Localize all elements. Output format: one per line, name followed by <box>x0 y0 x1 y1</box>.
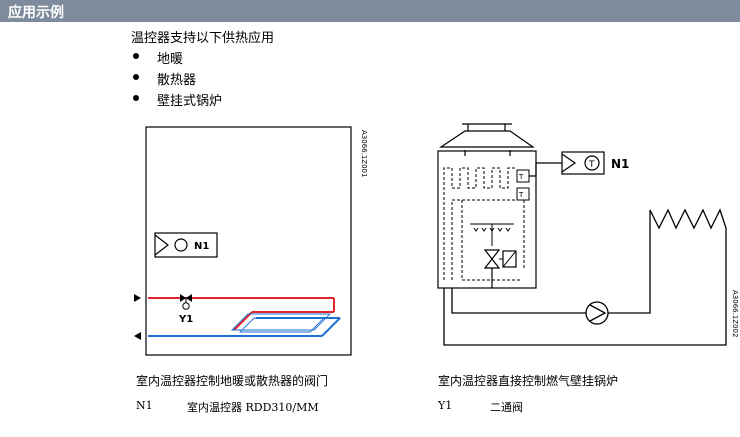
supply-arrow-icon <box>134 294 141 302</box>
list-item-label: 散热器 <box>157 73 197 88</box>
svg-text:T: T <box>518 191 524 199</box>
svg-text:T: T <box>518 173 524 181</box>
figure-code: A3066.1Z002 <box>731 290 739 337</box>
valve-icon <box>180 294 192 310</box>
chimney-hood <box>439 130 535 148</box>
application-list: 地暖 散热器 壁挂式锅炉 <box>131 48 222 111</box>
pump-icon <box>585 301 609 325</box>
bullet-icon <box>133 74 139 80</box>
floor-heating-loop <box>230 313 332 333</box>
legend-code: Y1 <box>438 399 453 412</box>
burner-icon <box>470 223 514 246</box>
figure1-caption: 室内温控器控制地暖或散热器的阀门 <box>136 374 329 388</box>
supply-pipe <box>148 297 335 331</box>
section-title: 应用示例 <box>8 5 64 21</box>
gas-valve-icon <box>483 249 517 288</box>
heating-circuit <box>443 208 727 346</box>
thermostat-icon: T <box>561 151 605 175</box>
list-item-label: 地暖 <box>157 52 184 67</box>
section-header-bar <box>0 0 740 22</box>
bullet-icon <box>133 95 139 101</box>
thermostat-icon <box>154 232 218 258</box>
list-item: 壁挂式锅炉 <box>131 90 222 111</box>
list-item-label: 壁挂式锅炉 <box>157 94 223 109</box>
legend-code: N1 <box>136 399 153 412</box>
figure-underfloor-valve: A3066.1Z001 N1 <box>134 126 368 356</box>
sensor-icon <box>516 187 530 201</box>
list-item: 散热器 <box>131 69 222 90</box>
figure-boiler: T T T N1 <box>437 123 739 346</box>
legend-text: 室内温控器 RDD310/MM <box>187 401 319 414</box>
boiler-casing <box>437 150 537 289</box>
return-arrow-icon <box>134 332 141 340</box>
thermostat-label: N1 <box>194 241 209 252</box>
legend-text: 二通阀 <box>490 401 523 414</box>
valve-label: Y1 <box>178 314 193 325</box>
room-outline <box>145 126 352 356</box>
svg-text:T: T <box>588 160 595 170</box>
control-wire <box>529 162 562 177</box>
intro-text: 温控器支持以下供热应用 <box>131 31 275 46</box>
list-item: 地暖 <box>131 48 222 69</box>
bullet-icon <box>133 53 139 59</box>
figure2-caption: 室内温控器直接控制燃气壁挂锅炉 <box>438 374 619 388</box>
thermostat-label: N1 <box>611 157 629 171</box>
figure-code: A3066.1Z001 <box>360 130 368 177</box>
